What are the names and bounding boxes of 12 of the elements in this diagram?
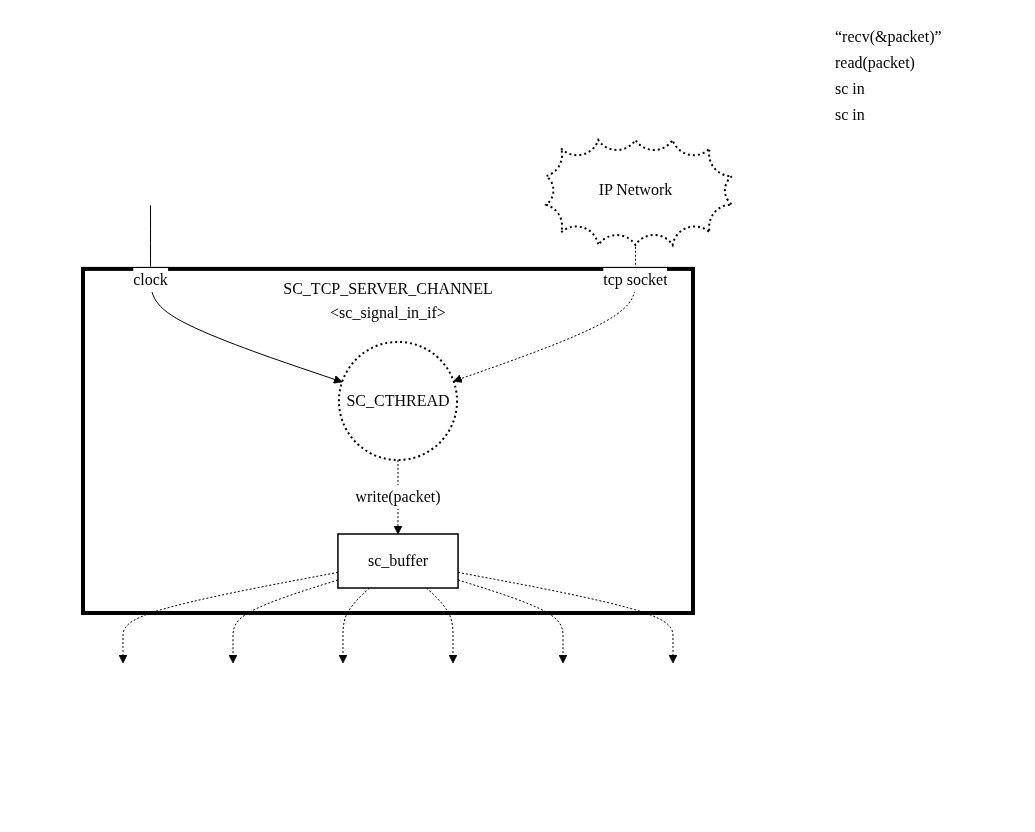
edge-label: tcp socket xyxy=(603,270,668,288)
note-label: read(packet) xyxy=(835,54,916,72)
arrow xyxy=(338,587,370,663)
node-circle: SC_CTHREAD xyxy=(337,340,458,461)
note-label: “recv(&packet)” xyxy=(835,28,943,46)
note-label: sc in xyxy=(835,80,866,98)
edge-label: write(packet) xyxy=(355,487,441,505)
node-box: sc_buffer xyxy=(337,532,459,589)
edge-label: clock xyxy=(133,270,168,288)
arrow xyxy=(150,204,343,384)
arrow xyxy=(426,587,458,663)
note-label: sc in xyxy=(835,106,866,124)
